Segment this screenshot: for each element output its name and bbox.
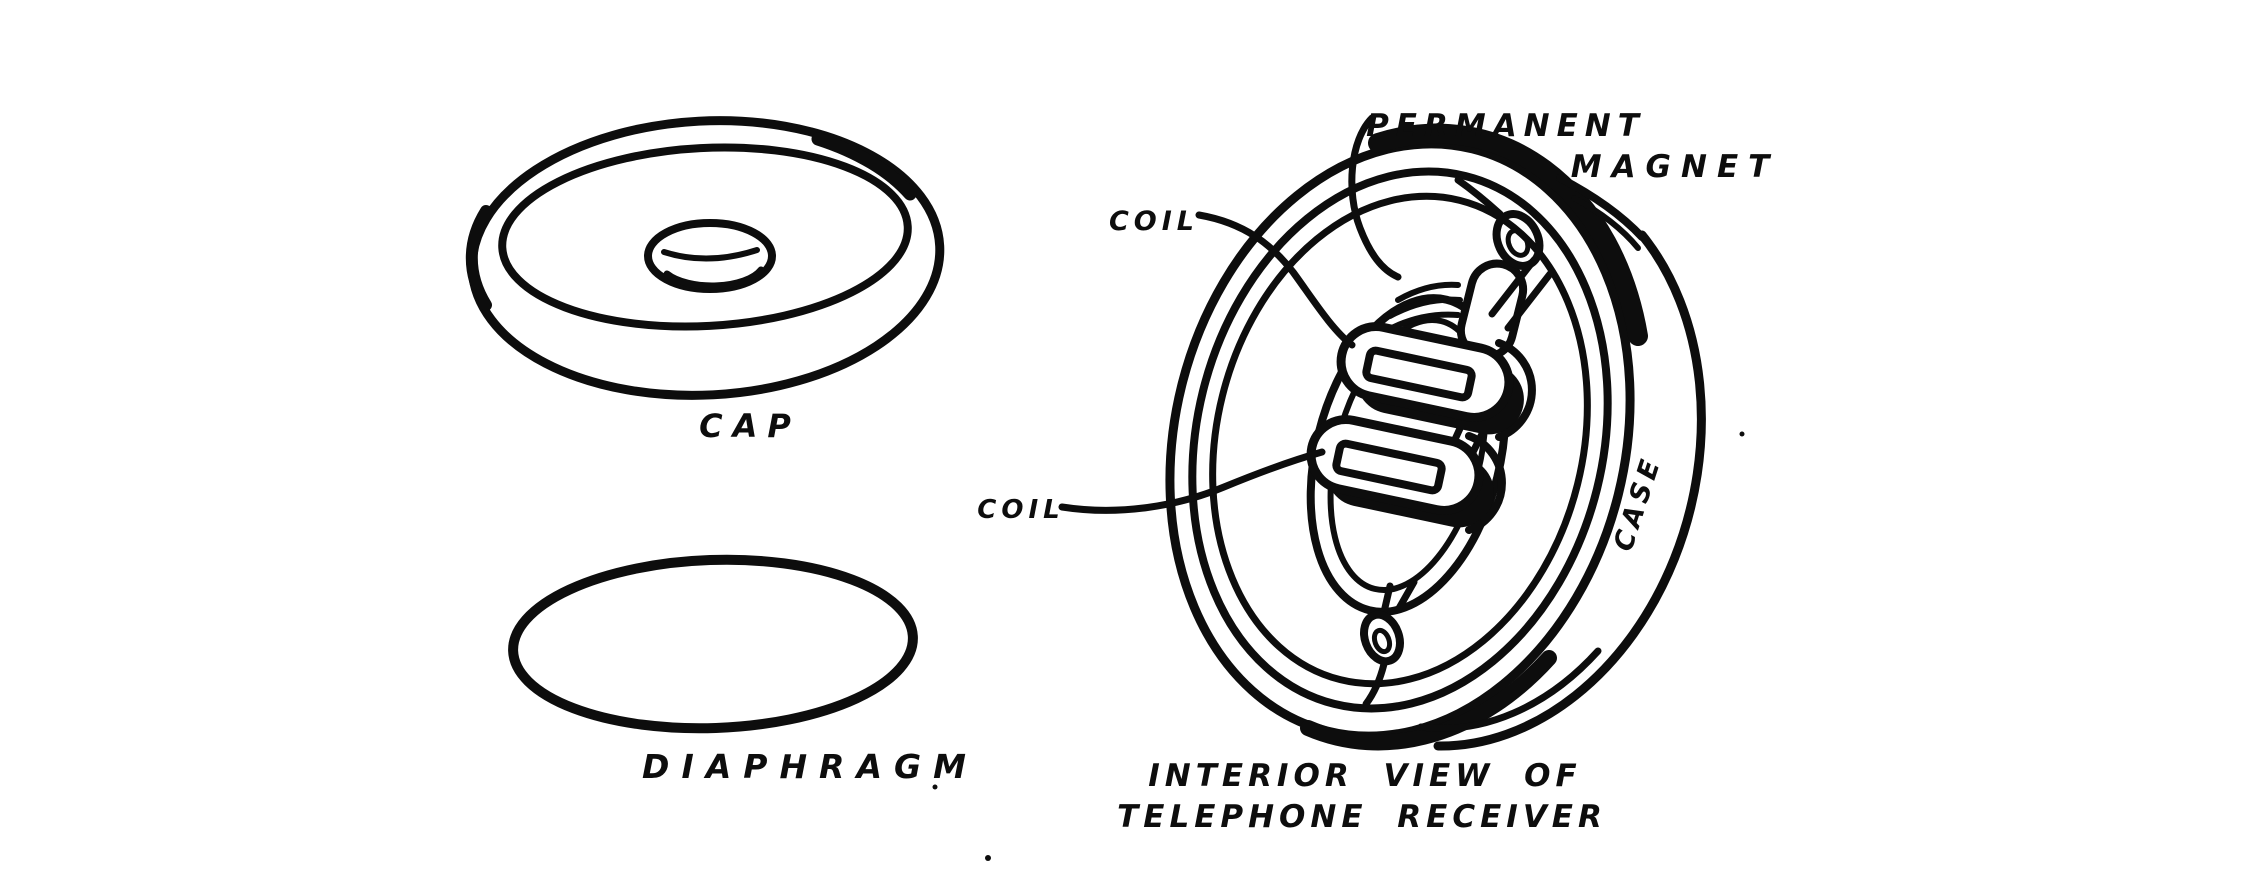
coil-top-winding-arc bbox=[1495, 339, 1536, 441]
cap-inner-rim bbox=[498, 143, 912, 331]
cap-stroke-accent-left bbox=[465, 205, 492, 311]
cap-hole-inner-edge bbox=[661, 247, 760, 262]
receiver-interior-drawing bbox=[1165, 123, 1706, 751]
leader-lines bbox=[1058, 114, 1402, 514]
diaphragm-label: DIAPHRAGM bbox=[642, 747, 978, 786]
speck bbox=[985, 855, 991, 861]
permanent-magnet-label-line2: MAGNET bbox=[1571, 149, 1780, 185]
lower-strap-line-1 bbox=[1380, 582, 1394, 616]
diaphragm-disc bbox=[508, 554, 918, 734]
case-top-lip-outer bbox=[1556, 174, 1646, 241]
coil-bottom-slot bbox=[1332, 439, 1446, 495]
upper-strap-line-2 bbox=[1504, 270, 1554, 332]
case-outer-edge bbox=[1433, 230, 1706, 751]
caption-line1: INTERIOR VIEW OF bbox=[1148, 758, 1581, 794]
lamination-arc-1 bbox=[1395, 281, 1461, 303]
leader-permanent-magnet bbox=[1348, 114, 1402, 281]
cap-label: CAP bbox=[699, 407, 801, 445]
coil-bottom-label: COIL bbox=[977, 495, 1064, 525]
cap-hole-depth-arc bbox=[663, 266, 765, 290]
caption-line2: TELEPHONE RECEIVER bbox=[1117, 799, 1607, 835]
labels: CAP DIAPHRAGM COIL COIL PERMANENT MAGNET… bbox=[642, 108, 1780, 835]
bottom-shadow-band bbox=[1300, 650, 1557, 751]
faceplate-inner-rim bbox=[1188, 167, 1612, 713]
permanent-magnet-label-line1: PERMANENT bbox=[1366, 108, 1646, 144]
diaphragm-drawing bbox=[508, 554, 918, 734]
speck bbox=[932, 784, 938, 790]
scan-specks bbox=[932, 431, 1745, 861]
mount-bracket-line bbox=[1454, 176, 1504, 218]
coil-top-slot bbox=[1362, 346, 1476, 402]
coil-bottom-winding-arc bbox=[1465, 432, 1506, 534]
speck bbox=[1739, 431, 1745, 437]
faceplate-plate-edge bbox=[1209, 192, 1591, 688]
leader-coil-top bbox=[1195, 211, 1356, 349]
coil-top-label: COIL bbox=[1109, 206, 1199, 237]
case-top-lip-inner bbox=[1571, 195, 1641, 251]
magnet-ring-crescent bbox=[1368, 123, 1648, 346]
cap-stroke-accent-right bbox=[811, 132, 917, 201]
lamination-arc-2 bbox=[1387, 296, 1463, 319]
screw-hole-top bbox=[1492, 210, 1544, 270]
leader-coil-bottom bbox=[1058, 448, 1326, 514]
lower-screw-tail-line bbox=[1362, 660, 1388, 708]
case-inner-bottom-edge bbox=[1417, 647, 1602, 732]
lower-strap-line-2 bbox=[1394, 578, 1418, 614]
screw-hole-bottom bbox=[1360, 610, 1404, 666]
cap-drawing bbox=[465, 116, 945, 400]
